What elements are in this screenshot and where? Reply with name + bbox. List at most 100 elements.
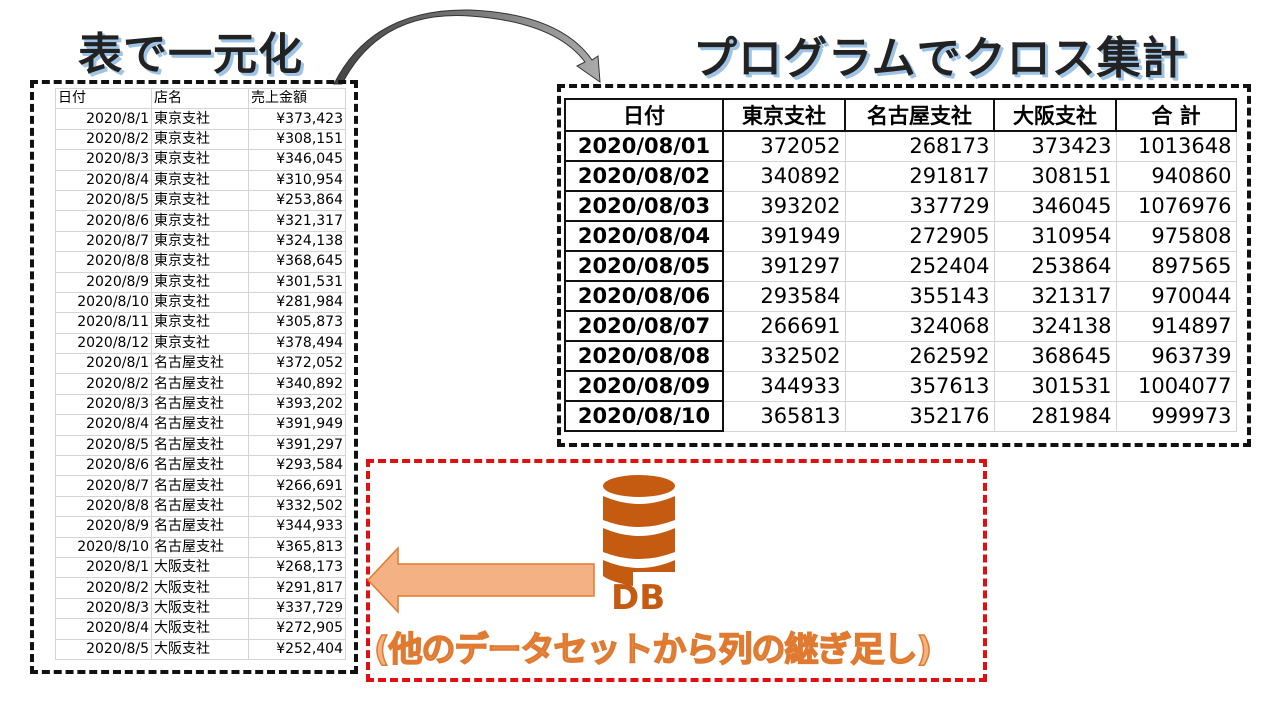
- source-cell: 東京支社: [151, 108, 249, 130]
- cross-cell: 357613: [844, 370, 995, 402]
- cross-header-cell: 東京支社: [722, 98, 846, 132]
- source-cell: 大阪支社: [151, 556, 249, 579]
- source-cell: ¥266,691: [248, 475, 346, 497]
- cross-cell: 308151: [993, 160, 1117, 192]
- note-text: (他のデータセットから列の継ぎ足し): [373, 629, 933, 671]
- source-cell: 名古屋支社: [151, 353, 249, 375]
- cross-cell: 2020/08/02: [564, 161, 724, 192]
- source-cell: 2020/8/10: [55, 536, 152, 558]
- source-header-cell: 日付: [55, 87, 152, 110]
- source-cell: 2020/8/6: [55, 455, 152, 477]
- source-cell: 2020/8/11: [55, 312, 152, 334]
- source-cell: 2020/8/9: [55, 516, 152, 538]
- source-cell: ¥321,317: [248, 210, 346, 232]
- source-cell: ¥293,584: [248, 455, 346, 477]
- cross-cell: 2020/08/10: [564, 401, 724, 432]
- source-cell: ¥305,873: [248, 312, 346, 334]
- cross-cell: 344933: [722, 370, 846, 402]
- source-cell: 2020/8/9: [55, 271, 152, 293]
- cross-cell: 2020/08/07: [564, 311, 724, 342]
- source-cell: 名古屋支社: [151, 373, 249, 395]
- source-cell: 名古屋支社: [151, 455, 249, 477]
- source-header-cell: 売上金額: [248, 87, 346, 110]
- cross-cell: 2020/08/05: [564, 251, 724, 282]
- source-cell: 東京支社: [151, 312, 249, 334]
- cross-cell: 266691: [722, 310, 846, 342]
- source-cell: ¥324,138: [248, 230, 346, 253]
- cross-cell: 897565: [1115, 250, 1237, 282]
- additional-data-frame: [366, 459, 987, 682]
- cross-cell: 391297: [722, 250, 846, 282]
- source-cell: 2020/8/10: [55, 291, 152, 314]
- source-cell: ¥393,202: [248, 393, 346, 416]
- source-cell: 名古屋支社: [151, 475, 249, 497]
- source-cell: 名古屋支社: [151, 516, 249, 538]
- source-cell: 名古屋支社: [151, 434, 249, 457]
- source-cell: ¥365,813: [248, 536, 346, 558]
- source-cell: ¥346,045: [248, 149, 346, 171]
- source-cell: 2020/8/7: [55, 475, 152, 497]
- database-icon: [603, 475, 675, 586]
- source-cell: 大阪支社: [151, 638, 249, 660]
- source-cell: 2020/8/6: [55, 210, 152, 232]
- source-cell: 2020/8/12: [55, 332, 152, 355]
- source-cell: 2020/8/4: [55, 414, 152, 436]
- source-cell: 名古屋支社: [151, 414, 249, 436]
- source-cell: ¥372,052: [248, 353, 346, 375]
- cross-cell: 352176: [844, 400, 995, 432]
- source-cell: ¥252,404: [248, 638, 346, 660]
- source-cell: 2020/8/8: [55, 251, 152, 273]
- source-cell: 2020/8/8: [55, 495, 152, 518]
- cross-cell: 291817: [844, 160, 995, 192]
- cross-cell: 2020/08/09: [564, 371, 724, 402]
- source-cell: 東京支社: [151, 189, 249, 212]
- cross-cell: 2020/08/06: [564, 281, 724, 312]
- source-cell: 2020/8/4: [55, 618, 152, 640]
- cross-cell: 963739: [1115, 340, 1237, 372]
- source-cell: 2020/8/1: [55, 353, 152, 375]
- cross-cell: 293584: [722, 280, 846, 312]
- source-cell: 2020/8/1: [55, 108, 152, 130]
- right-title: プログラムでクロス集計: [693, 33, 1187, 84]
- cross-cell: 321317: [993, 280, 1117, 312]
- source-cell: ¥310,954: [248, 169, 346, 191]
- cross-cell: 2020/08/04: [564, 221, 724, 252]
- cross-cell: 391949: [722, 220, 846, 252]
- source-cell: ¥301,531: [248, 271, 346, 293]
- cross-cell: 340892: [722, 160, 846, 192]
- cross-cell: 2020/08/01: [564, 131, 724, 162]
- cross-cell: 262592: [844, 340, 995, 372]
- source-cell: ¥391,949: [248, 414, 346, 436]
- source-cell: ¥373,423: [248, 108, 346, 130]
- source-cell: 東京支社: [151, 251, 249, 273]
- source-cell: 大阪支社: [151, 618, 249, 640]
- source-cell: 2020/8/1: [55, 556, 152, 579]
- source-cell: 東京支社: [151, 291, 249, 314]
- source-cell: 大阪支社: [151, 597, 249, 620]
- source-cell: 2020/8/3: [55, 149, 152, 171]
- cross-cell: 372052: [722, 130, 846, 162]
- cross-cell: 355143: [844, 280, 995, 312]
- cross-cell: 2020/08/03: [564, 191, 724, 222]
- source-cell: ¥332,502: [248, 495, 346, 518]
- cross-cell: 272905: [844, 220, 995, 252]
